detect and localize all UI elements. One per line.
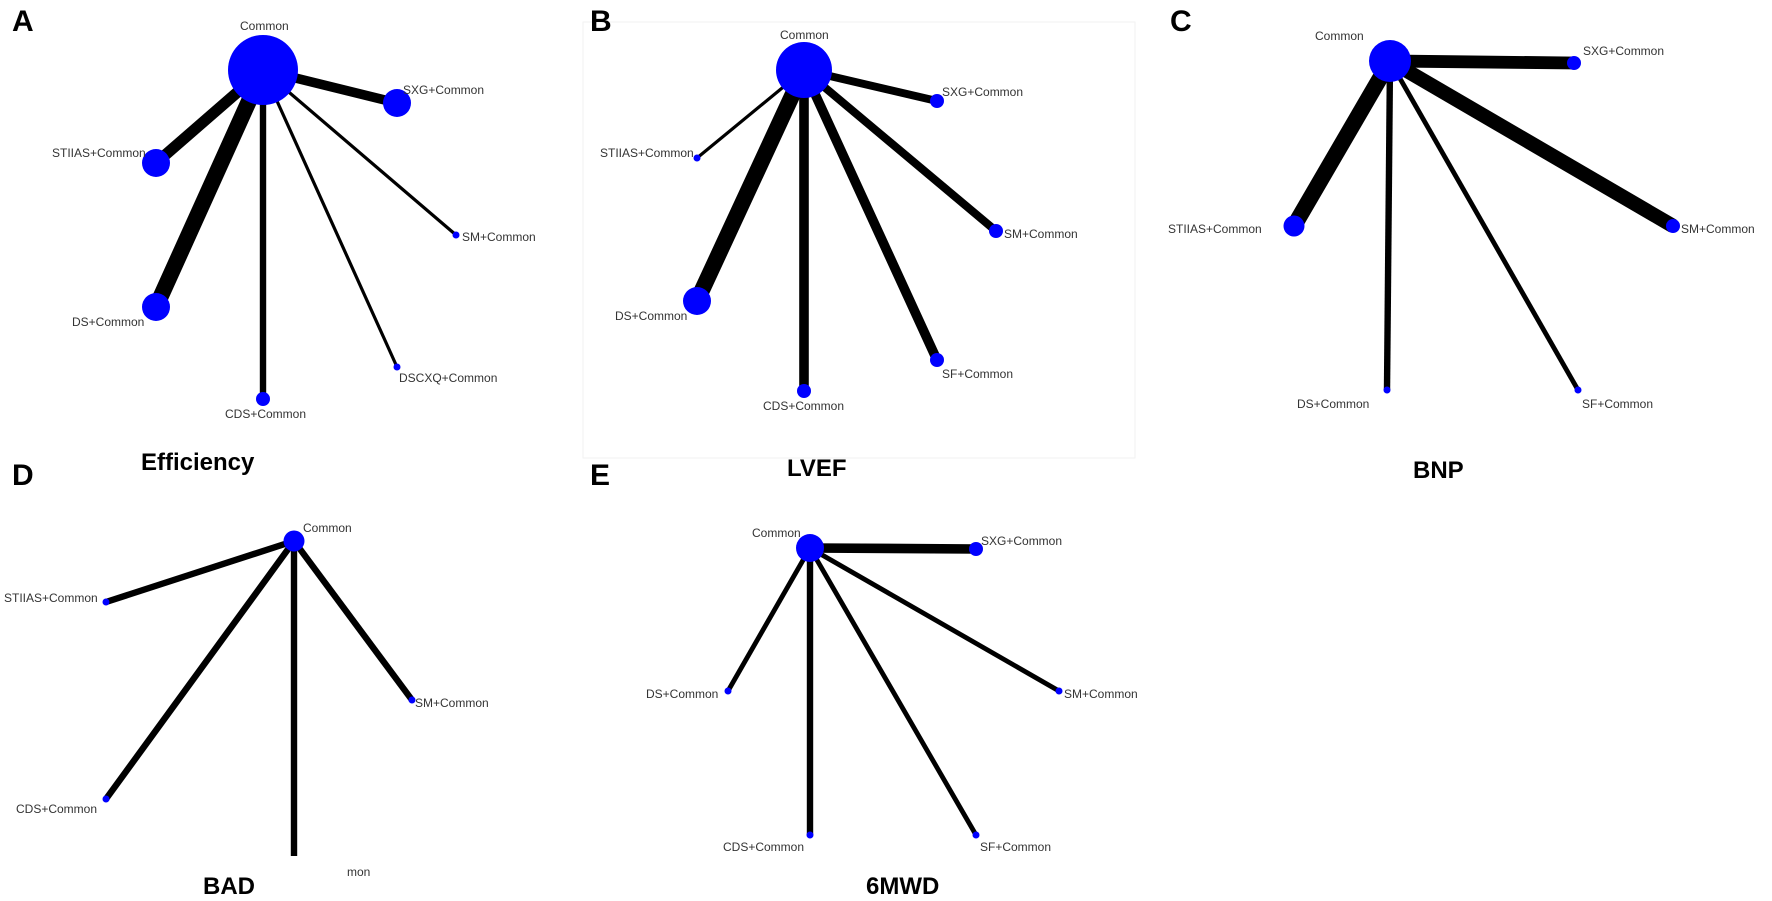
panel-c-node-sm-plus-common [1666,219,1680,233]
panel-e-edge-sf-plus-common [807,546,979,837]
panel-e-node-sf-plus-common [972,831,980,839]
panel-c-label-common: Common [1315,29,1364,43]
panel-c-letter: C [1170,5,1192,38]
panel-a-node-sxg-plus-common [383,89,411,117]
panel-a-node-ds-plus-common [142,293,170,321]
panel-e-edge-ds-plus-common [725,546,813,693]
panel-a-caption: Efficiency [141,449,255,476]
panel-b-label-common: Common [780,28,829,42]
panel-a-label-common: Common [240,19,289,33]
panel-b-letter: B [590,5,612,38]
panel-c-node-stiias-plus-common [1283,215,1305,237]
panel-d-node-stiias-plus-common [102,598,110,606]
panel-a-label-dscxq-plus-common: DSCXQ+Common [399,371,497,385]
panel-c-label-ds-plus-common: DS+Common [1297,397,1369,411]
panel-e-label-ds-plus-common: DS+Common [646,687,718,701]
panel-d-label-common: Common [303,521,352,535]
panel-a-label-sxg-plus-common: SXG+Common [403,83,484,97]
panel-a-node-dscxq-plus-common [393,363,401,371]
panel-e-node-sm-plus-common [1055,687,1063,695]
panel-d-stray-label: mon [347,865,370,879]
panel-c-caption: BNP [1413,457,1464,484]
panel-d-node-common [283,530,305,552]
panel-e-edge-sxg-plus-common [809,543,977,554]
panel-a-node-common [228,35,298,105]
panel-d-node-sm-plus-common [408,696,416,704]
panel-e-letter: E [590,459,610,492]
panel-c-label-sm-plus-common: SM+Common [1681,222,1755,236]
panel-b-edge-sm-plus-common [801,66,999,235]
panel-d-letter: D [12,459,34,492]
panel-b-node-sxg-plus-common [930,94,944,108]
panel-b-label-cds-plus-common: CDS+Common [763,399,844,413]
panel-e-label-sxg-plus-common: SXG+Common [981,534,1062,548]
panel-d-edge-sm-plus-common [291,539,415,702]
panel-b-label-stiias-plus-common: STIIAS+Common [600,146,694,160]
panel-b-label-ds-plus-common: DS+Common [615,309,687,323]
panel-a-letter: A [12,5,34,38]
panel-e-edge-sm-plus-common [808,545,1061,694]
panel-b-label-sxg-plus-common: SXG+Common [942,85,1023,99]
panel-d-node-cds-plus-common [102,795,110,803]
panel-a-label-cds-plus-common: CDS+Common [225,407,306,421]
panel-e-node-sxg-plus-common [969,542,983,556]
panel-c-edge-ds-plus-common [1383,60,1394,391]
panel-d-label-stiias-plus-common: STIIAS+Common [4,591,98,605]
panel-a-node-cds-plus-common [256,392,270,406]
panel-a-edge-sm-plus-common [261,68,458,237]
panel-c-edge-sxg-plus-common [1389,54,1575,70]
panel-a-node-sm-plus-common [452,231,460,239]
panel-b-edge-sf-plus-common [799,67,942,363]
panel-e-label-sm-plus-common: SM+Common [1064,687,1138,701]
panel-c-label-sxg-plus-common: SXG+Common [1583,44,1664,58]
panel-d-edge-cds-plus-common [103,539,297,801]
panel-b-node-stiias-plus-common [693,154,701,162]
panel-b-node-cds-plus-common [797,384,811,398]
panel-a-edge-ds-plus-common [148,66,271,311]
panel-a-label-ds-plus-common: DS+Common [72,315,144,329]
panel-e-label-common: Common [752,526,801,540]
panel-b-label-sm-plus-common: SM+Common [1004,227,1078,241]
panel-b-edge-ds-plus-common [689,66,812,305]
panel-e-label-sf-plus-common: SF+Common [980,840,1051,854]
panel-a-edge-dscxq-plus-common [261,69,399,368]
panel-e-caption: 6MWD [866,873,939,900]
panel-b-node-sm-plus-common [989,224,1003,238]
panel-b-node-sf-plus-common [930,353,944,367]
panel-e-node-common [796,534,824,562]
panel-c-edge-sf-plus-common [1387,59,1581,392]
panel-d-label-sm-plus-common: SM+Common [415,696,489,710]
panel-d-edge-stiias-plus-common [105,537,295,606]
panel-c-node-sxg-plus-common [1567,56,1581,70]
panel-d-label-cds-plus-common: CDS+Common [16,802,97,816]
panel-b-node-ds-plus-common [683,287,711,315]
panel-e-node-ds-plus-common [724,687,732,695]
panel-c-label-sf-plus-common: SF+Common [1582,397,1653,411]
panel-c-edge-stiias-plus-common [1287,56,1397,231]
panel-a-label-sm-plus-common: SM+Common [462,230,536,244]
panel-c-node-sf-plus-common [1574,386,1582,394]
panel-c-node-ds-plus-common [1383,386,1391,394]
panel-c-label-stiias-plus-common: STIIAS+Common [1168,222,1262,236]
panel-d-caption: BAD [203,873,255,900]
panel-e-node-cds-plus-common [806,831,814,839]
panel-b-caption: LVEF [787,455,847,482]
panel-a-label-stiias-plus-common: STIIAS+Common [52,146,146,160]
panel-b-label-sf-plus-common: SF+Common [942,367,1013,381]
panel-a-node-stiias-plus-common [142,149,170,177]
panel-c-edge-sm-plus-common [1386,54,1677,233]
panel-b-node-common [776,42,832,98]
panel-e-label-cds-plus-common: CDS+Common [723,840,804,854]
panel-c-node-common [1369,40,1411,82]
